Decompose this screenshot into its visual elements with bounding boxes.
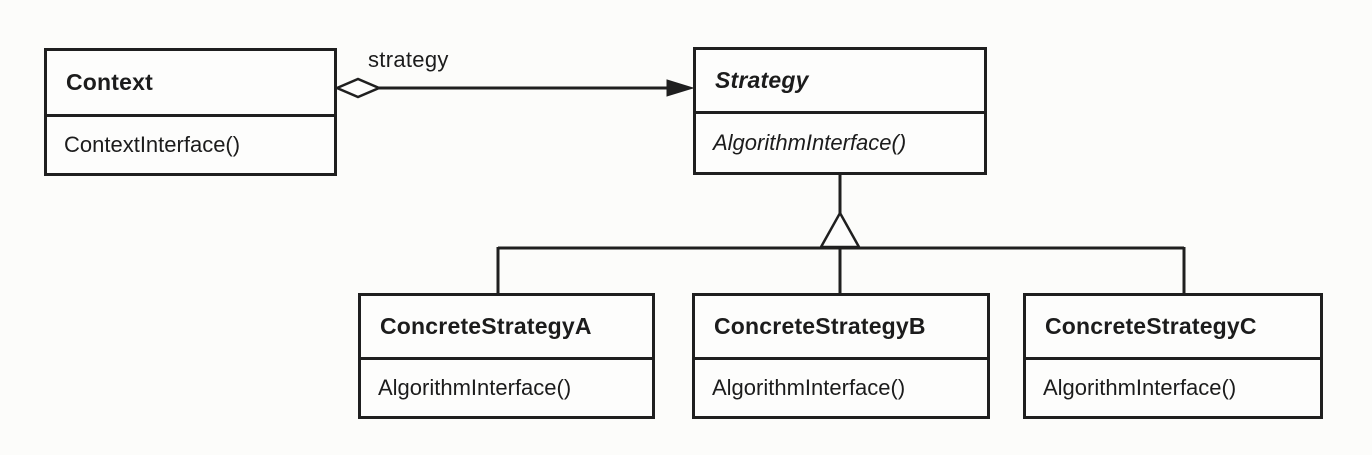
arrowhead-icon — [666, 79, 695, 97]
inheritance-triangle-icon — [818, 210, 862, 249]
class-box-strategy: Strategy AlgorithmInterface() — [693, 47, 987, 175]
class-box-concrete-strategy-b: ConcreteStrategyB AlgorithmInterface() — [692, 293, 990, 419]
aggregation-diamond-icon — [333, 77, 383, 99]
class-name-concrete-strategy-a: ConcreteStrategyA — [361, 296, 652, 360]
class-box-concrete-strategy-c: ConcreteStrategyC AlgorithmInterface() — [1023, 293, 1323, 419]
class-method-concrete-strategy-c: AlgorithmInterface() — [1043, 375, 1237, 400]
class-name-context: Context — [47, 51, 334, 117]
class-name-concrete-strategy-c: ConcreteStrategyC — [1026, 296, 1320, 360]
aggregation-label: strategy — [368, 47, 449, 72]
class-method-context: ContextInterface() — [64, 132, 241, 157]
class-method-concrete-strategy-b: AlgorithmInterface() — [712, 375, 906, 400]
class-box-concrete-strategy-a: ConcreteStrategyA AlgorithmInterface() — [358, 293, 655, 419]
class-box-context: Context ContextInterface() — [44, 48, 337, 176]
class-method-strategy: AlgorithmInterface() — [713, 130, 907, 155]
class-name-concrete-strategy-b: ConcreteStrategyB — [695, 296, 987, 360]
class-method-concrete-strategy-a: AlgorithmInterface() — [378, 375, 572, 400]
class-name-strategy: Strategy — [696, 50, 984, 114]
